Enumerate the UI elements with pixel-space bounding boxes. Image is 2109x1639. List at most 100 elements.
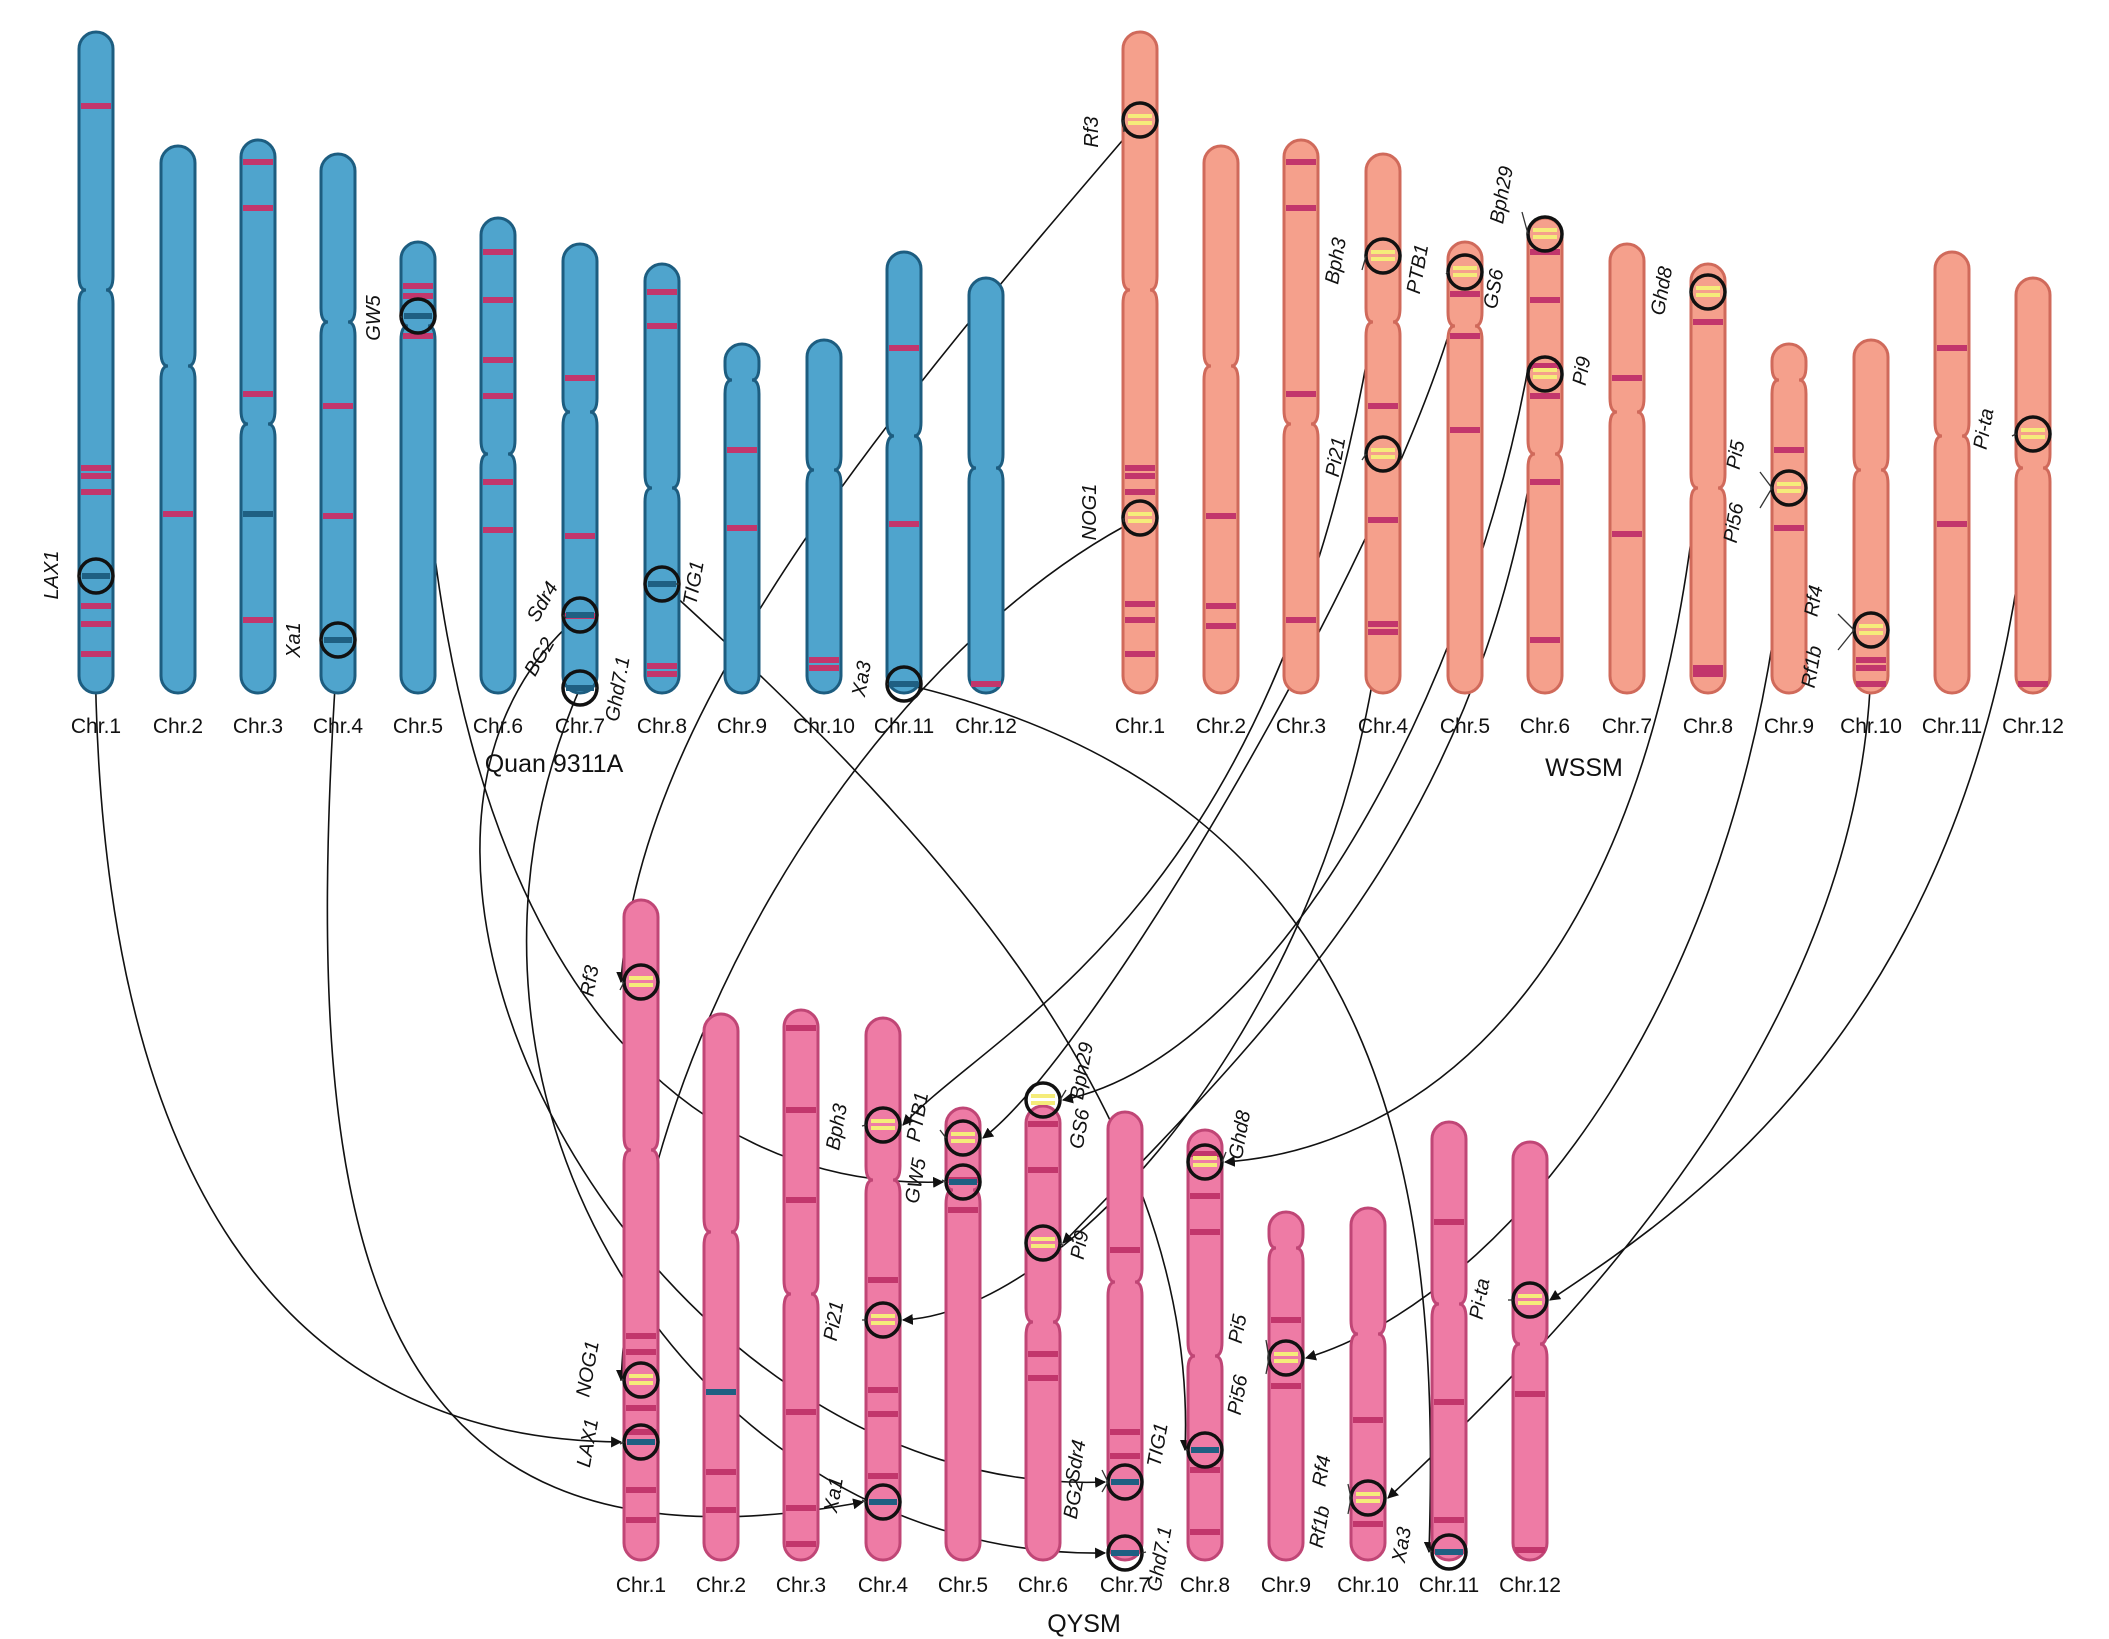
marker-band bbox=[626, 1349, 656, 1355]
label-leader bbox=[619, 1441, 625, 1445]
label-leader bbox=[619, 981, 625, 991]
chromosome-label: Chr.3 bbox=[776, 1574, 826, 1597]
chromosome-body bbox=[1526, 216, 1564, 695]
chromosome-body bbox=[1202, 144, 1240, 695]
marker-band bbox=[727, 525, 757, 531]
chromosome-label: Chr.8 bbox=[1180, 1574, 1230, 1597]
locus-band bbox=[1356, 1492, 1380, 1496]
chromosome-body bbox=[2014, 276, 2052, 695]
marker-band bbox=[1286, 159, 1316, 165]
locus-band bbox=[1031, 1237, 1055, 1241]
locus-band bbox=[1274, 1352, 1298, 1356]
label-leader bbox=[1122, 119, 1125, 133]
gene-label: Ghd7.1 bbox=[1144, 1525, 1177, 1593]
gene-label: Pi-ta bbox=[1466, 1277, 1495, 1321]
chromosome-body bbox=[1933, 250, 1971, 695]
marker-band bbox=[1856, 657, 1886, 663]
chromosome-label: Chr.2 bbox=[1196, 715, 1246, 738]
label-leader bbox=[1059, 1089, 1067, 1101]
chromosome-label: Chr.3 bbox=[1276, 715, 1326, 738]
locus-band bbox=[1193, 1156, 1217, 1160]
chromosome-label: Chr.10 bbox=[1840, 715, 1902, 738]
marker-band bbox=[1028, 1375, 1058, 1381]
gene-locus bbox=[1837, 629, 1855, 651]
wssm-chromosome bbox=[1282, 138, 1320, 695]
marker-band bbox=[786, 1541, 816, 1547]
quan-chromosome bbox=[561, 242, 599, 695]
gene-locus bbox=[561, 669, 599, 707]
gene-link bbox=[1061, 233, 1546, 1104]
quan-chromosome bbox=[319, 152, 357, 695]
gene-label: Bph29 bbox=[1486, 165, 1518, 226]
label-leader bbox=[1837, 613, 1855, 631]
marker-band bbox=[1450, 427, 1480, 433]
marker-band bbox=[647, 663, 677, 669]
gene-label: Pi21 bbox=[820, 1299, 849, 1342]
gene-label: TIG1 bbox=[1143, 1421, 1172, 1469]
marker-band bbox=[1368, 517, 1398, 523]
marker-band bbox=[1190, 1529, 1220, 1535]
marker-band bbox=[809, 665, 839, 671]
chromosome-panels bbox=[77, 30, 2052, 1572]
chromosome-label: Chr.12 bbox=[2002, 715, 2064, 738]
wssm-chromosome bbox=[1364, 152, 1402, 695]
label-leader bbox=[400, 315, 403, 319]
locus-band bbox=[1111, 1479, 1139, 1485]
marker-band bbox=[1450, 333, 1480, 339]
chromosome-label: Chr.7 bbox=[555, 715, 605, 738]
gene-locus bbox=[1265, 1357, 1270, 1375]
marker-band bbox=[243, 205, 273, 211]
qysm-chromosome bbox=[782, 1008, 820, 1562]
gene-locus bbox=[885, 665, 923, 703]
label-leader bbox=[861, 1124, 867, 1127]
locus-band bbox=[1696, 293, 1720, 297]
chromosome-label: Chr.7 bbox=[1602, 715, 1652, 738]
panel-title: Quan 9311A bbox=[485, 750, 624, 778]
marker-band bbox=[1286, 391, 1316, 397]
chromosome-body bbox=[1121, 30, 1159, 695]
marker-band bbox=[1190, 1151, 1220, 1157]
gene-locus bbox=[861, 1106, 902, 1144]
gene-label: Sdr4 bbox=[1062, 1438, 1091, 1483]
gene-locus bbox=[941, 1163, 982, 1201]
locus-band bbox=[1371, 455, 1395, 459]
chromosome-body bbox=[723, 342, 761, 695]
chromosome-body bbox=[702, 1012, 740, 1562]
marker-band bbox=[809, 657, 839, 663]
gene-label: Pi21 bbox=[1322, 435, 1351, 478]
locus-band bbox=[629, 976, 653, 980]
locus-band bbox=[627, 1439, 655, 1445]
gene-locus bbox=[1427, 1533, 1468, 1571]
marker-band bbox=[1530, 297, 1560, 303]
gene-link bbox=[982, 271, 1466, 1139]
locus-band bbox=[629, 1374, 653, 1378]
chromosome-label: Chr.8 bbox=[1683, 715, 1733, 738]
marker-band bbox=[706, 1469, 736, 1475]
chromosome-label: Chr.9 bbox=[717, 715, 767, 738]
locus-band bbox=[1274, 1359, 1298, 1363]
label-leader bbox=[1059, 1242, 1065, 1247]
gene-link bbox=[479, 614, 1107, 1488]
gene-label: Xa1 bbox=[283, 622, 305, 659]
marker-band bbox=[1206, 513, 1236, 519]
locus-band bbox=[1356, 1499, 1380, 1503]
quan-chromosome bbox=[399, 240, 437, 695]
locus-ring bbox=[1526, 355, 1564, 393]
qysm-panel bbox=[622, 898, 1549, 1562]
chromosome-body bbox=[1430, 1120, 1468, 1562]
marker-band bbox=[1125, 617, 1155, 623]
chromosome-body bbox=[885, 250, 923, 695]
chromosome-body bbox=[479, 216, 517, 695]
gene-locus bbox=[1024, 1224, 1065, 1262]
chromosome-label: Chr.5 bbox=[1440, 715, 1490, 738]
marker-band bbox=[1530, 363, 1560, 369]
chromosome-label: Chr.10 bbox=[1337, 1574, 1399, 1597]
chromosome-body bbox=[1608, 242, 1646, 695]
gene-label: Ghd8 bbox=[1647, 265, 1677, 317]
label-leader bbox=[1521, 211, 1529, 235]
marker-band bbox=[323, 403, 353, 409]
marker-band bbox=[483, 479, 513, 485]
qysm-chromosome bbox=[702, 1012, 740, 1562]
marker-band bbox=[403, 283, 433, 289]
